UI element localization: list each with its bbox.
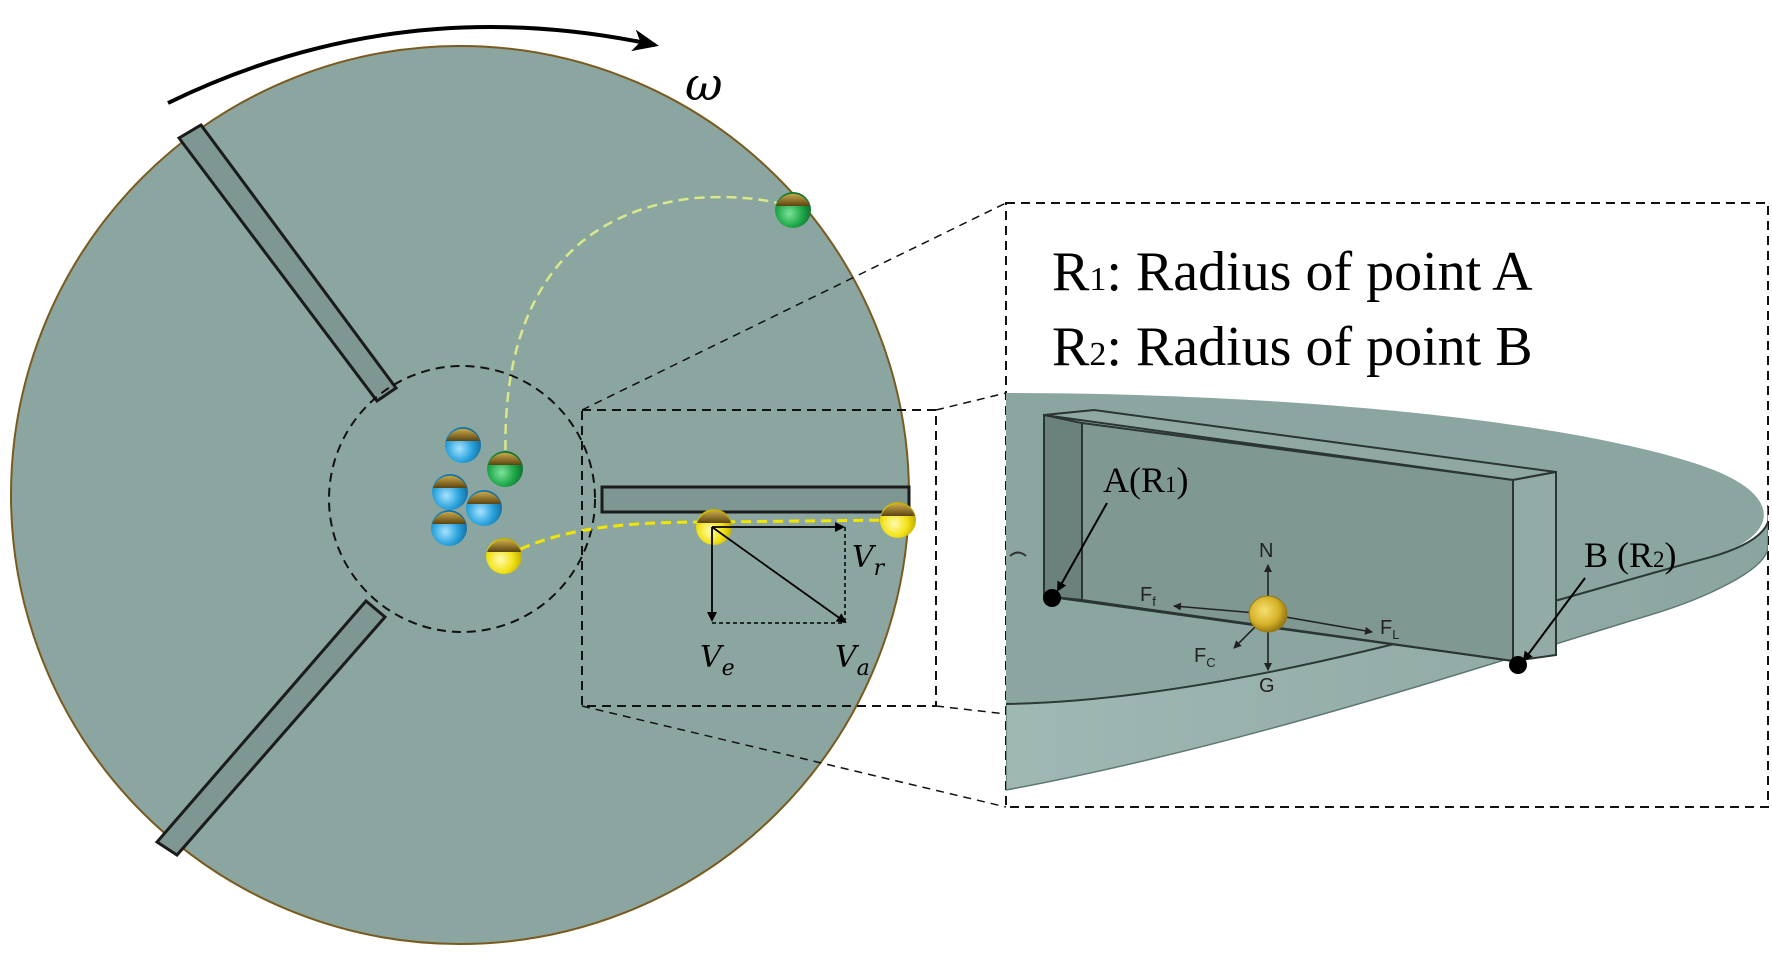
label-force-n: N bbox=[1259, 540, 1273, 562]
label-point-b: B (R2) bbox=[1584, 535, 1677, 575]
ball-blue-2 bbox=[432, 474, 468, 510]
force-diagram bbox=[1173, 564, 1373, 671]
label-point-a: A(R1) bbox=[1103, 460, 1189, 500]
zoom-connectors bbox=[581, 202, 1007, 808]
velocity-diagram bbox=[707, 522, 847, 624]
ball-yellow-rim bbox=[880, 502, 916, 538]
legend-r1: R1: Radius of point A bbox=[1052, 241, 1533, 303]
label-force-fc: FC bbox=[1194, 645, 1216, 670]
point-b bbox=[1509, 656, 1527, 674]
ball-blue-1 bbox=[445, 427, 481, 463]
va-arrow bbox=[711, 526, 847, 624]
groove-back-wall bbox=[1043, 413, 1083, 602]
ball-blue-3 bbox=[466, 490, 502, 526]
ball-green-center bbox=[487, 451, 523, 487]
ball-particle bbox=[1248, 595, 1288, 633]
ve-label: Ve bbox=[700, 640, 735, 681]
groove-lower-left bbox=[154, 598, 388, 857]
ball-blue-4 bbox=[431, 510, 467, 546]
legend-r2: R2: Radius of point B bbox=[1052, 316, 1533, 378]
rotation-arrow bbox=[167, 25, 659, 105]
zoom-region bbox=[581, 409, 937, 707]
trajectory-yellow bbox=[505, 518, 899, 558]
point-a bbox=[1043, 589, 1061, 607]
ball-green-outer bbox=[775, 192, 811, 228]
groove-right bbox=[600, 485, 911, 514]
groove-right-end bbox=[1512, 470, 1557, 663]
ball-yellow-center bbox=[486, 538, 522, 574]
groove-upper-left bbox=[176, 123, 399, 404]
label-force-fl: FL bbox=[1380, 617, 1399, 642]
label-force-g: G bbox=[1259, 675, 1275, 697]
ball-cluster bbox=[431, 427, 523, 574]
label-force-ff: Ff bbox=[1140, 584, 1156, 609]
vr-label: Vr bbox=[852, 540, 886, 581]
inset-3d-view bbox=[1006, 393, 1768, 791]
feed-zone-circle bbox=[328, 365, 596, 633]
va-label: Va bbox=[835, 640, 870, 681]
trajectory-green bbox=[504, 195, 794, 467]
callout-a-arrow bbox=[1057, 502, 1108, 592]
callout-b-arrow bbox=[1522, 577, 1586, 662]
omega-symbol: ω bbox=[685, 57, 723, 111]
